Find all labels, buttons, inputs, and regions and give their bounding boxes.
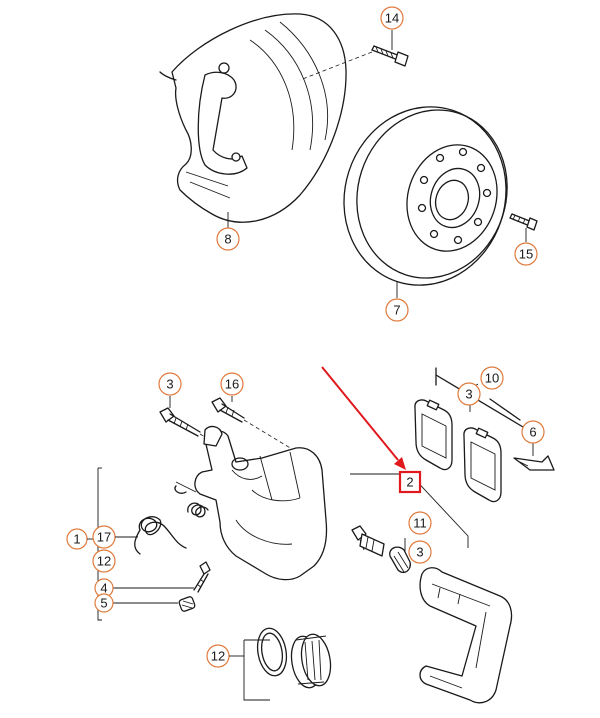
callout-label: 8 xyxy=(224,232,231,247)
callout-11: 11 xyxy=(408,511,432,535)
callout-3-bolt: 3 xyxy=(158,372,182,396)
boot-part-3 xyxy=(389,546,411,574)
callout-3-pad: 3 xyxy=(457,382,481,406)
callout-label: 6 xyxy=(529,425,536,440)
caliper-carrier xyxy=(419,567,513,704)
callout-label: 1 xyxy=(73,532,80,547)
dust-cap-part-5 xyxy=(113,596,196,612)
callout-label: 12 xyxy=(97,554,111,569)
callout-14: 14 xyxy=(380,6,404,30)
caliper-housing xyxy=(174,425,328,581)
callout-label: 17 xyxy=(97,530,111,545)
clip-part-6 xyxy=(513,442,555,471)
callout-6: 6 xyxy=(521,420,545,444)
bleed-valve-part-4 xyxy=(113,561,211,593)
callout-15: 15 xyxy=(514,242,538,266)
screw-part-15 xyxy=(509,213,538,242)
callout-label: 3 xyxy=(416,545,423,560)
highlight-arrow xyxy=(321,366,406,470)
guide-pin-part-11 xyxy=(351,525,406,560)
callout-5: 5 xyxy=(94,593,114,613)
callout-label: 14 xyxy=(385,11,399,26)
callout-12-caliper: 12 xyxy=(92,549,116,573)
callout-12-bearing: 12 xyxy=(206,644,244,668)
callout-16: 16 xyxy=(220,372,244,396)
callout-17: 17 xyxy=(92,525,138,549)
callout-label: 11 xyxy=(413,516,427,531)
callout-label: 7 xyxy=(393,303,400,318)
callout-label: 10 xyxy=(485,371,499,386)
wheel-bearing xyxy=(290,633,332,689)
callout-label: 3 xyxy=(166,377,173,392)
splash-shield-part-8 xyxy=(159,13,347,228)
callout-label: 15 xyxy=(519,247,533,262)
callout-3-boot: 3 xyxy=(408,540,432,564)
seal-ring xyxy=(256,627,288,677)
brake-pads-part-2 xyxy=(414,367,529,503)
callout-2-highlighted: 2 xyxy=(398,470,422,494)
callout-label: 3 xyxy=(465,387,472,402)
callout-label: 12 xyxy=(211,649,225,664)
callout-label: 4 xyxy=(100,581,107,596)
callout-label: 16 xyxy=(225,377,239,392)
bolt-part-14 xyxy=(299,30,409,81)
callout-label: 5 xyxy=(100,596,107,611)
callout-10: 10 xyxy=(480,366,504,390)
guide-bolt-part-3 xyxy=(159,396,231,453)
callout-8: 8 xyxy=(216,227,240,251)
spring-part-17 xyxy=(134,516,187,555)
caliper-spring xyxy=(187,502,209,518)
callout-1: 1 xyxy=(66,528,93,550)
callout-7: 7 xyxy=(385,298,409,322)
callout-label: 2 xyxy=(406,475,413,490)
brake-disc-part-7 xyxy=(343,106,508,298)
